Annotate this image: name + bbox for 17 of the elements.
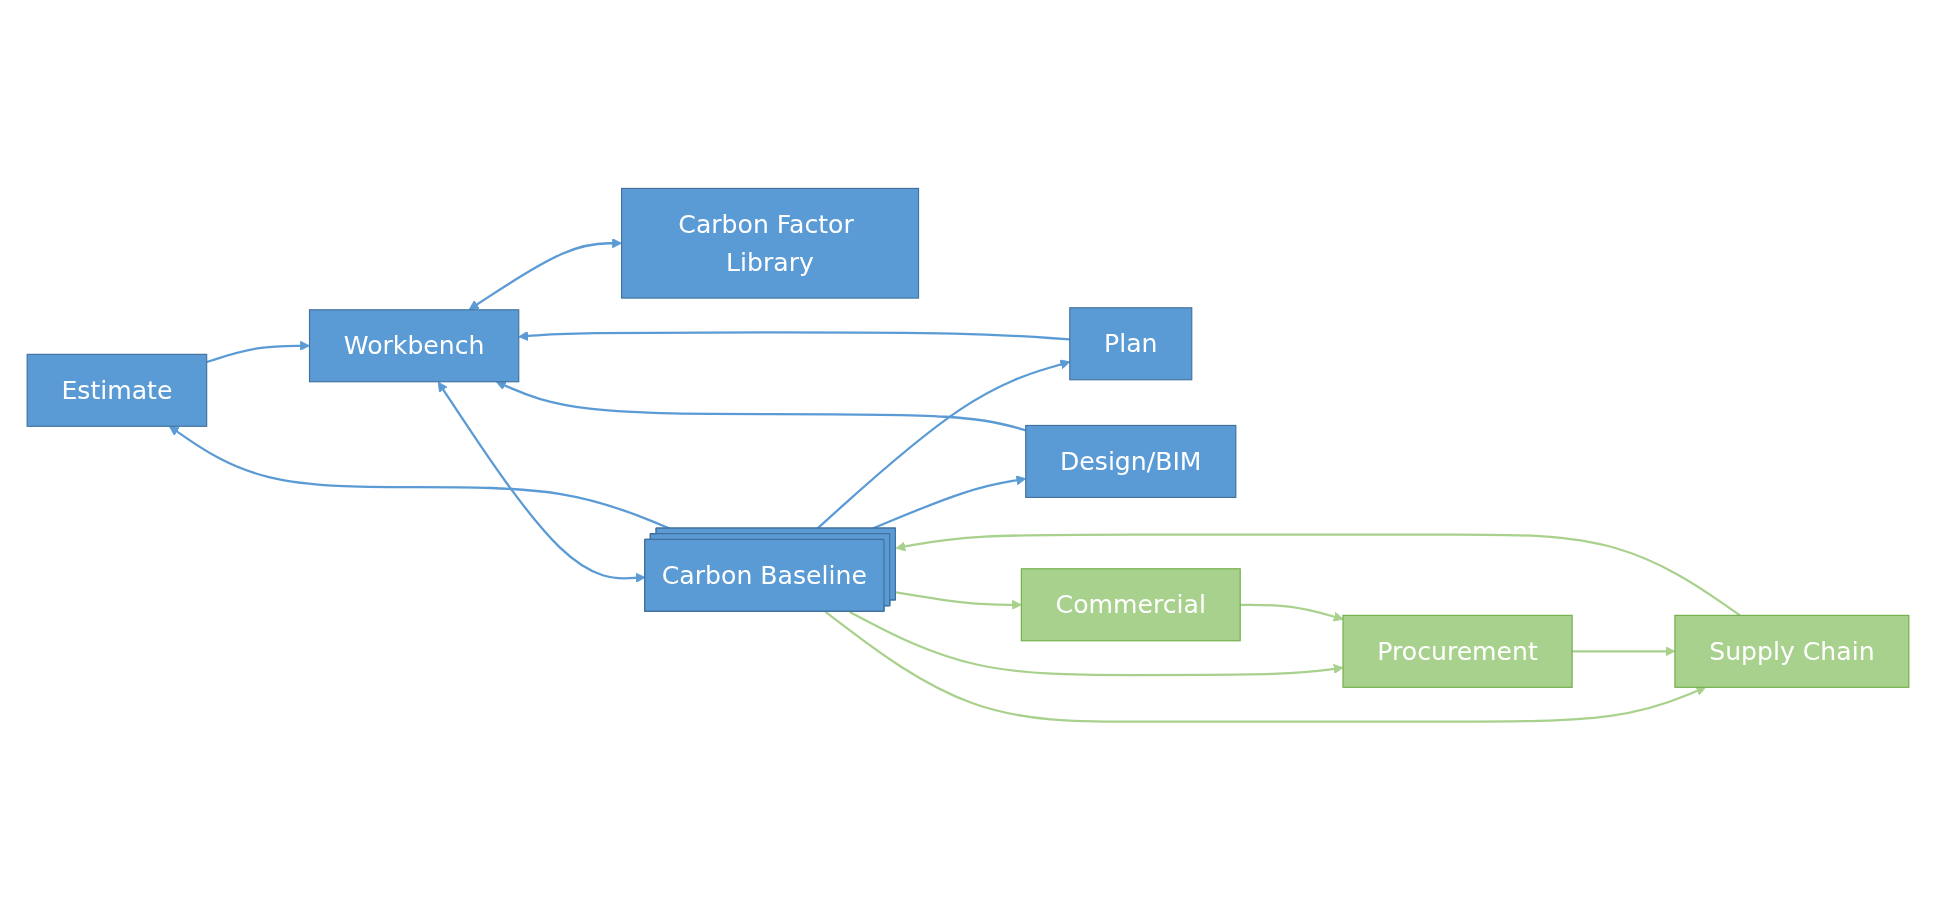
- arrow: [437, 381, 646, 583]
- arrow: [849, 610, 1344, 676]
- node-box: Supply Chain: [1674, 614, 1910, 688]
- node-box: Commercial: [1020, 567, 1241, 641]
- node-box: Procurement: [1342, 614, 1573, 688]
- node-box: Carbon Factor Library: [621, 187, 920, 299]
- node-box: Plan: [1069, 306, 1193, 380]
- node-box: Design/BIM: [1025, 424, 1237, 498]
- arrow: [895, 590, 1022, 610]
- arrow: [206, 340, 310, 363]
- node-box: Workbench: [308, 308, 520, 382]
- arrow: [895, 532, 1741, 616]
- arrow: [1240, 603, 1344, 622]
- arrow: [824, 610, 1707, 723]
- node-box: Estimate: [26, 353, 208, 427]
- arrow: [468, 237, 622, 310]
- arrow: [518, 330, 1070, 341]
